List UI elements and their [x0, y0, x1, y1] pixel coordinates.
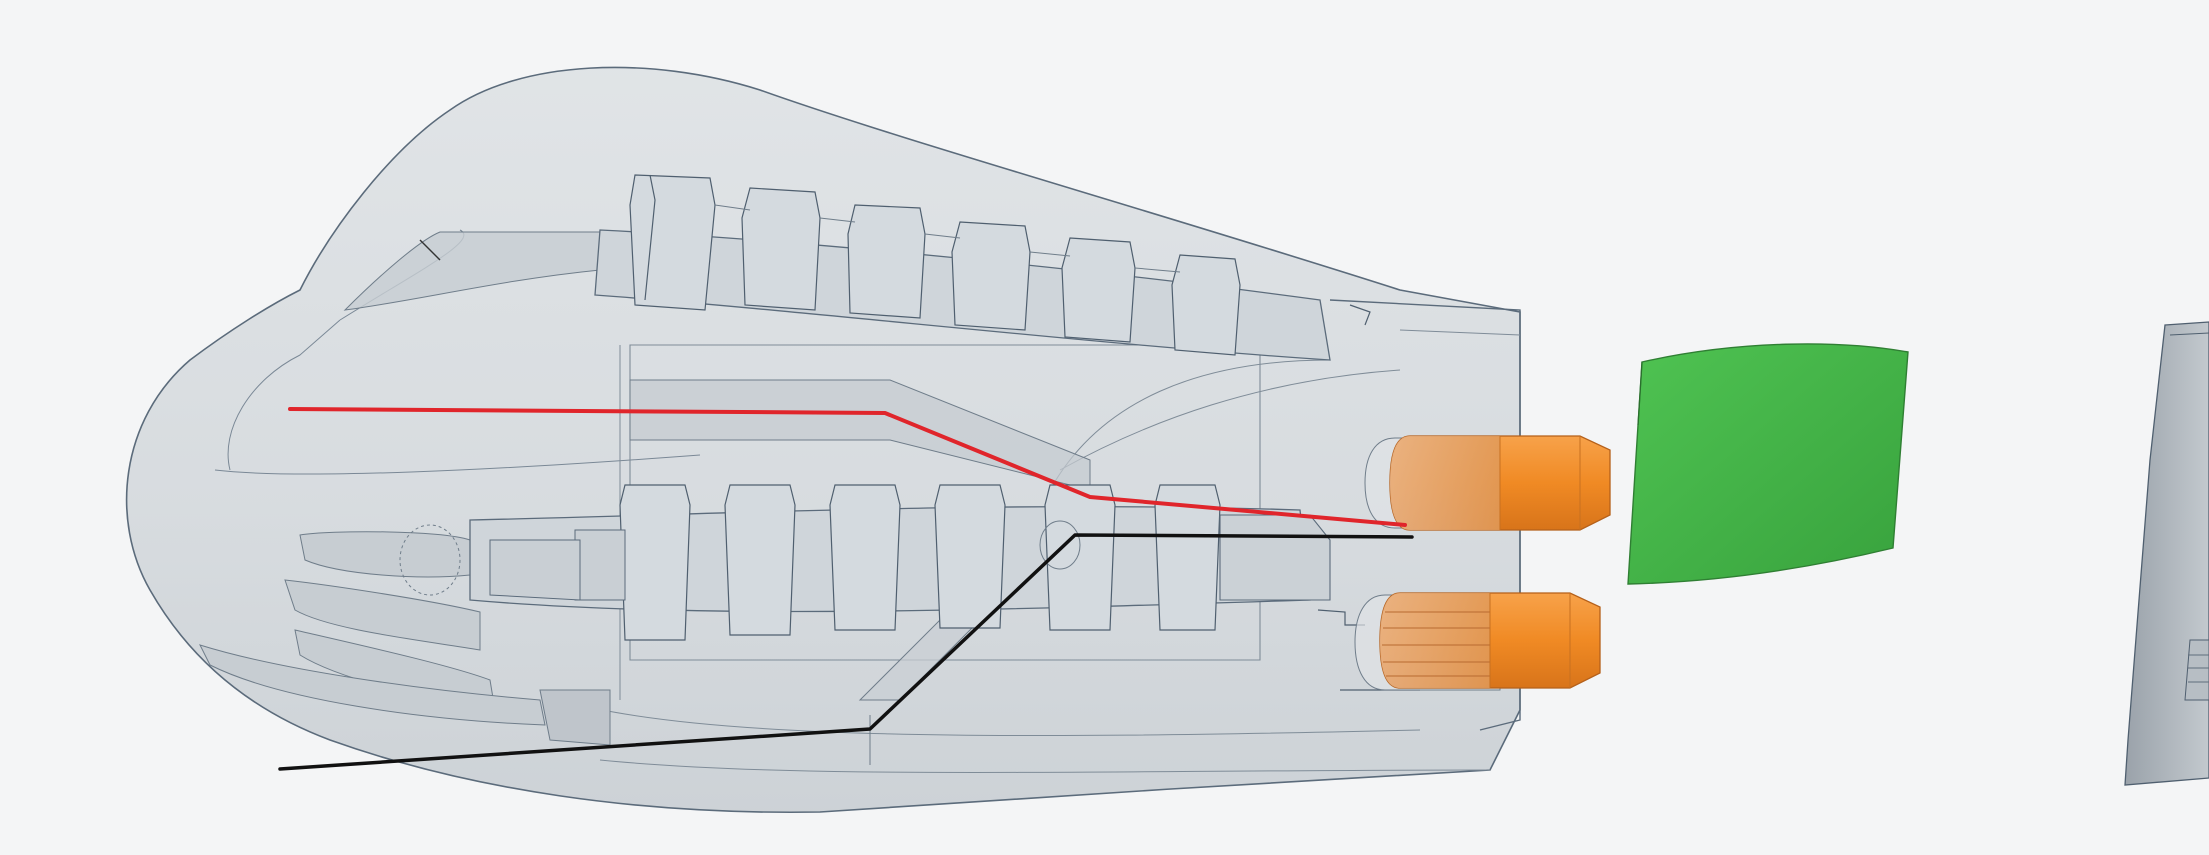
partial-gray-part[interactable]: [2124, 321, 2209, 786]
lower-ribbed-tube[interactable]: [399, 484, 1331, 641]
black-path[interactable]: [278, 533, 1414, 771]
transparent-shell-body[interactable]: [125, 66, 1521, 814]
red-path[interactable]: [288, 407, 1407, 527]
upper-ribbed-tube[interactable]: [594, 174, 1331, 361]
green-block[interactable]: [1627, 343, 1909, 585]
upper-orange-cylinder[interactable]: [1364, 435, 1611, 531]
lower-orange-cylinder[interactable]: [1354, 592, 1601, 691]
